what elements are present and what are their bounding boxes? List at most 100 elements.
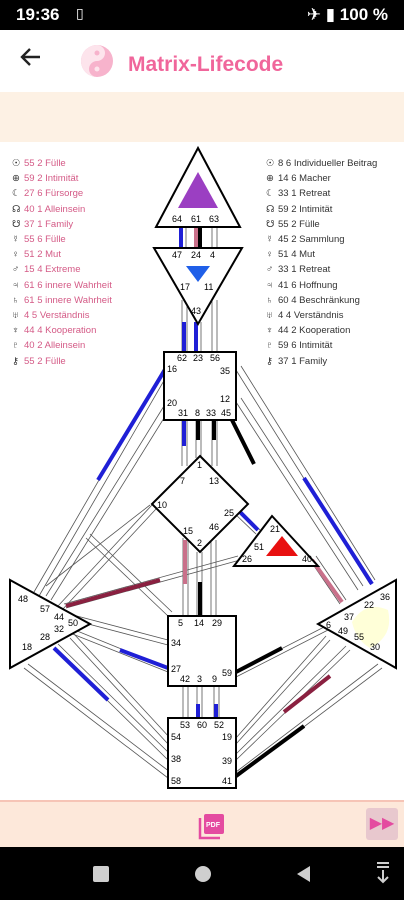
- app-logo-icon: [80, 44, 114, 78]
- legend-text: 55 2 Fülle: [24, 158, 66, 169]
- keyboard-hide-icon[interactable]: [374, 861, 392, 890]
- legend-text: 59 6 Intimität: [278, 340, 333, 352]
- gate-1: 1: [197, 460, 202, 470]
- gate-42: 42: [180, 674, 190, 684]
- head-center[interactable]: 64 61 63: [154, 145, 242, 228]
- gate-23: 23: [193, 353, 203, 363]
- legend-row: ☿ 45 2 Sammlung: [266, 232, 377, 247]
- gate-7: 7: [180, 476, 185, 486]
- legend-row: ♇40 2 Alleinsein: [12, 338, 112, 353]
- activated-channels: [52, 227, 374, 778]
- gate-47: 47: [172, 250, 182, 260]
- gate-33: 33: [206, 408, 216, 418]
- legend-row: ☉8 6 Individueller Beitrag: [266, 156, 377, 171]
- legend-row: ♂33 1 Retreat: [266, 262, 377, 277]
- back-arrow-icon[interactable]: [18, 44, 48, 74]
- legend-text: 40 1 Alleinsein: [24, 203, 86, 215]
- ajna-center[interactable]: 47 24 4 17 11 43: [152, 247, 244, 326]
- neptune-icon: ♆: [12, 325, 20, 337]
- status-time: 19:36: [16, 5, 60, 24]
- legend-text: 59 2 Intimität: [278, 203, 333, 215]
- legend-row: ⊕59 2 Intimität: [12, 171, 112, 186]
- pluto-icon: ♇: [266, 340, 274, 352]
- legend-row: ♄60 4 Beschränkung: [266, 293, 377, 308]
- gate-54: 54: [171, 732, 181, 742]
- legend-text: 40 2 Alleinsein: [24, 340, 86, 352]
- gate-11: 11: [204, 282, 213, 292]
- sacral-center[interactable]: 5 14 29 34 27 59 42 3 9: [167, 615, 237, 687]
- gate-9: 9: [212, 674, 217, 684]
- battery-level: 100 %: [339, 5, 388, 24]
- saturn-icon: ♄: [266, 294, 274, 306]
- status-bar: 19:36 ▯ ✈ ▮ 100 %: [0, 0, 404, 30]
- info-banner: [0, 92, 404, 142]
- gate-17: 17: [180, 282, 190, 292]
- recents-icon[interactable]: [92, 865, 110, 888]
- gate-56: 56: [210, 353, 220, 363]
- legend-text: 4 4 Verständnis: [278, 310, 344, 322]
- legend-text: 33 1 Retreat: [278, 188, 331, 200]
- legend-text: 55 2 Fülle: [24, 355, 66, 367]
- earth-icon: ⊕: [266, 173, 274, 185]
- legend-row: ♄61 5 innere Wahrheit: [12, 293, 112, 308]
- gate-39: 39: [222, 756, 232, 766]
- spleen-center[interactable]: 48 57 44 50 32 28 18: [9, 578, 93, 670]
- mercury-icon: ☿: [12, 234, 20, 246]
- legend-row: ☾27 6 Fürsorge: [12, 186, 112, 201]
- legend-row: ☋37 1 Family: [12, 217, 112, 232]
- back-nav-icon[interactable]: [294, 864, 314, 889]
- gate-2: 2: [197, 538, 202, 548]
- gate-44: 44: [54, 612, 64, 622]
- gate-21: 21: [270, 524, 280, 534]
- legend-text: 37 1 Family: [24, 218, 74, 230]
- north-node-icon: ☊: [12, 203, 21, 215]
- app-bar: Matrix-Lifecode: [0, 30, 404, 92]
- gate-63: 63: [209, 214, 219, 224]
- root-center[interactable]: 53 60 52 54 19 38 39 58 41: [167, 717, 237, 789]
- legend-row: ☊40 1 Alleinsein: [12, 202, 112, 217]
- uranus-icon: ♅: [266, 310, 274, 322]
- neptune-icon: ♆: [266, 325, 274, 337]
- gate-51: 51: [254, 542, 264, 552]
- gate-32: 32: [54, 624, 64, 634]
- mercury-icon: ☿: [266, 234, 274, 246]
- venus-icon: ♀: [266, 249, 274, 261]
- gate-15: 15: [183, 526, 193, 536]
- legend-text: 41 6 Hoffnung: [278, 279, 338, 291]
- legend-text: 45 2 Sammlung: [278, 234, 345, 246]
- legend-row: ♆ 44 2 Kooperation: [266, 323, 377, 338]
- legend-text: 44 2 Kooperation: [278, 325, 351, 337]
- heart-center[interactable]: 21 51 26 40: [231, 514, 321, 567]
- legend-text: 59 2 Intimität: [24, 173, 79, 185]
- solar-plexus-center[interactable]: 36 22 37 6 49 55 30: [315, 578, 397, 670]
- gate-35: 35: [220, 366, 230, 376]
- gate-16: 16: [167, 364, 177, 374]
- design-legend: ☉55 2 Fülle⊕59 2 Intimität☾27 6 Fürsorge…: [12, 156, 112, 369]
- legend-text: 14 6 Macher: [278, 173, 331, 185]
- legend-row: ♂15 4 Extreme: [12, 262, 112, 277]
- gate-27: 27: [171, 664, 181, 674]
- sim-icon: ▯: [76, 5, 84, 21]
- gate-18: 18: [22, 642, 32, 652]
- gate-20: 20: [167, 398, 177, 408]
- gate-60: 60: [197, 720, 207, 730]
- throat-center[interactable]: 62 23 56 16 35 20 12 31 8 33 45: [163, 351, 237, 421]
- legend-row: ♅ 4 4 Verständnis: [266, 308, 377, 323]
- gate-43: 43: [191, 306, 201, 316]
- uranus-icon: ♅: [12, 310, 20, 322]
- moon-icon: ☾: [266, 188, 275, 200]
- gate-53: 53: [180, 720, 190, 730]
- legend-text: 51 4 Mut: [278, 249, 315, 261]
- legend-row: ⚷37 1 Family: [266, 354, 377, 369]
- gate-36: 36: [380, 592, 390, 602]
- g-center[interactable]: 1 7 13 10 25 15 46 2: [150, 454, 250, 554]
- gate-24: 24: [191, 250, 201, 260]
- venus-icon: ♀: [12, 249, 20, 261]
- mars-icon: ♂: [12, 264, 20, 276]
- gate-61: 61: [191, 214, 201, 224]
- home-icon[interactable]: [193, 864, 213, 889]
- pdf-export-icon[interactable]: PDF: [196, 812, 228, 840]
- gate-34: 34: [171, 638, 181, 648]
- legend-row: ☿55 6 Fülle: [12, 232, 112, 247]
- fast-forward-button[interactable]: ▶▶: [366, 808, 398, 840]
